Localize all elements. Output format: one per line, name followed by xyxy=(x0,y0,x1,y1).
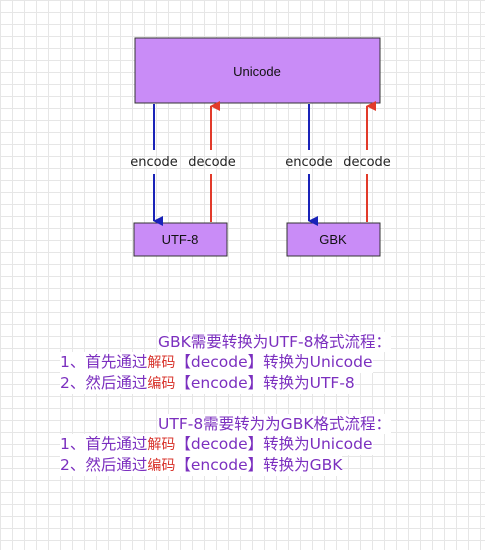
section2-step2-rest: 【encode】转换为GBK xyxy=(175,456,343,474)
unicode-label: Unicode xyxy=(233,64,281,79)
section1-step2-verb: 编码 xyxy=(147,376,176,392)
left-encode-label: encode xyxy=(130,155,178,170)
section1-step1-verb: 解码 xyxy=(147,355,176,371)
right-encode-label: encode xyxy=(285,155,333,170)
encoding-diagram: Unicode UTF-8 GBK encode decode encode d… xyxy=(130,37,391,257)
gbk-node: GBK xyxy=(286,222,381,257)
unicode-node: Unicode xyxy=(134,37,381,104)
section2-step2: 2、然后通过编码【encode】转换为GBK xyxy=(60,455,343,476)
section1-heading: GBK需要转换为UTF-8格式流程： xyxy=(158,332,391,352)
section1-step2-prefix: 2、然后通过 xyxy=(60,374,148,392)
section1-step2-rest: 【encode】转换为UTF-8 xyxy=(175,374,355,392)
section1-step1-rest: 【decode】转换为Unicode xyxy=(175,353,373,371)
section2-step1-rest: 【decode】转换为Unicode xyxy=(175,435,373,453)
utf8-node: UTF-8 xyxy=(133,222,228,257)
section1-step2: 2、然后通过编码【encode】转换为UTF-8 xyxy=(60,373,355,394)
right-decode-label: decode xyxy=(343,155,391,170)
section1-step1-prefix: 1、首先通过 xyxy=(60,353,148,371)
section2-step2-verb: 编码 xyxy=(147,458,176,474)
section2-step1: 1、首先通过解码【decode】转换为Unicode xyxy=(60,434,373,455)
section2-step2-prefix: 2、然后通过 xyxy=(60,456,148,474)
section2-heading: UTF-8需要转为为GBK格式流程： xyxy=(158,414,391,434)
gbk-label: GBK xyxy=(319,232,347,247)
left-decode-label: decode xyxy=(188,155,236,170)
section2-step1-verb: 解码 xyxy=(147,437,176,453)
utf8-label: UTF-8 xyxy=(162,232,199,247)
section2-step1-prefix: 1、首先通过 xyxy=(60,435,148,453)
section1-step1: 1、首先通过解码【decode】转换为Unicode xyxy=(60,352,373,373)
